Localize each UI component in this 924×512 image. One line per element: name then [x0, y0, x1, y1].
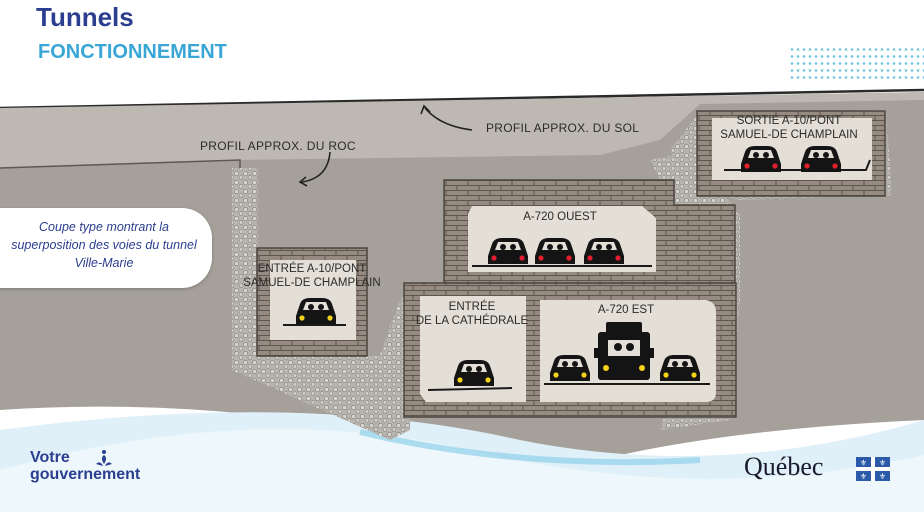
gov-logo-line2: gouvernement	[30, 466, 141, 483]
lower-divider	[526, 296, 540, 404]
ground-surface-line	[0, 88, 924, 110]
svg-text:⚜: ⚜	[879, 472, 886, 481]
a720-est-label: A-720 EST	[597, 304, 655, 316]
bottom-wave-line	[359, 429, 701, 466]
cathedrale-label-line1: ENTRÉE	[448, 301, 496, 313]
page-title: Tunnels	[36, 2, 134, 32]
car-sortie-2	[801, 146, 841, 172]
car-ouest-2	[535, 238, 575, 264]
cathedrale-label-line2: DE LA CATHÉDRALE	[415, 315, 529, 327]
a720-ouest-label: A-720 OUEST	[523, 211, 597, 223]
quebec-flag-icon: ⚜ ⚜ ⚜ ⚜	[856, 457, 890, 481]
sol-arrow	[424, 107, 473, 131]
bottom-wave	[0, 429, 924, 512]
callout-box: Coupe type montrant la superposition des…	[0, 208, 212, 288]
entree-a10-label-line2: SAMUEL-DE CHAMPLAIN	[243, 277, 381, 289]
entree-a10-label: ENTRÉE A-10/PONT SAMUEL-DE CHAMPLAIN	[236, 262, 388, 290]
rock-profile-line	[0, 159, 241, 170]
sol-arrowhead	[420, 104, 431, 115]
ground-profile-label: PROFIL APPROX. DU SOL	[486, 121, 640, 135]
car-est-1	[550, 355, 590, 381]
svg-text:⚜: ⚜	[860, 472, 867, 481]
road-cathedrale	[427, 387, 513, 391]
car-ouest-3	[584, 238, 624, 264]
car-sortie-1	[741, 146, 781, 172]
svg-text:⚜: ⚜	[879, 459, 886, 468]
sortie-a10-label: SORTIE A-10/PONT SAMUEL-DE CHAMPLAIN	[718, 114, 860, 142]
truck-est	[594, 322, 654, 380]
callout-text: Coupe type montrant la superposition des…	[11, 220, 197, 270]
roc-arrowhead	[298, 176, 308, 187]
decorative-dots	[789, 46, 924, 80]
car-cathedrale	[454, 360, 494, 386]
svg-text:⚜: ⚜	[860, 459, 867, 468]
entree-a10-label-line1: ENTRÉE A-10/PONT	[257, 263, 367, 275]
cathedrale-label: ENTRÉE DE LA CATHÉDRALE	[414, 300, 530, 328]
car-est-2	[660, 355, 700, 381]
gov-logo-line1: Votre	[30, 449, 70, 466]
gov-logo: Votre gouvernement	[30, 449, 140, 483]
profile-arrows	[298, 104, 473, 187]
vehicles	[296, 146, 841, 386]
fleur-icon	[96, 450, 112, 466]
page-subtitle: FONCTIONNEMENT	[38, 41, 227, 63]
car-entree-a10	[296, 298, 336, 324]
quebec-logo: Québec	[744, 452, 824, 481]
rubble-left	[232, 168, 410, 440]
rock-profile-band	[0, 92, 924, 168]
car-ouest-1	[488, 238, 528, 264]
cathedrale-interior	[420, 296, 526, 402]
roc-arrow	[301, 151, 331, 183]
sortie-a10-label-line1: SORTIE A-10/PONT	[736, 115, 842, 127]
sortie-a10-label-line2: SAMUEL-DE CHAMPLAIN	[720, 129, 858, 141]
rock-profile-label: PROFIL APPROX. DU ROC	[200, 139, 356, 153]
